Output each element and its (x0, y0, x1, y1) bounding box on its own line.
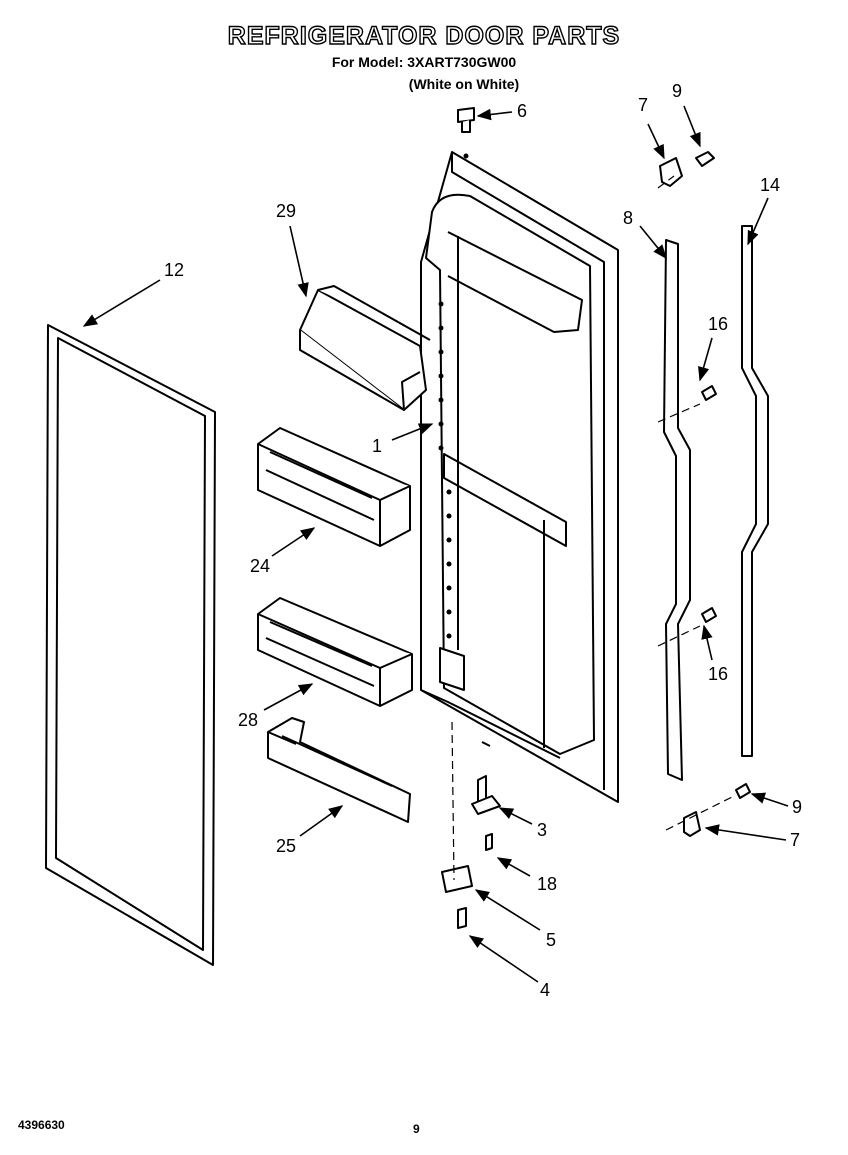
leader-arrows (82, 105, 789, 983)
callout-8: 8 (623, 208, 633, 228)
callout-14: 14 (760, 175, 780, 195)
leader-29 (289, 225, 309, 298)
leader-12 (82, 279, 161, 327)
leader-16-upper (698, 337, 713, 382)
callout-7-upper: 7 (638, 95, 648, 115)
callout-25: 25 (276, 836, 296, 856)
leader-1 (391, 423, 434, 441)
color-description: (White on White) (408, 76, 520, 92)
handle-trim-part (741, 225, 769, 757)
leader-9-lower (750, 792, 789, 807)
leader-24 (271, 527, 316, 557)
callout-4: 4 (540, 980, 550, 1000)
screw-16-lower-part (701, 607, 717, 623)
leader-8 (639, 225, 667, 260)
door-gasket-part (45, 324, 216, 966)
handle-mount-lower-part (683, 811, 701, 837)
screw-lower-part (735, 783, 751, 799)
callout-24: 24 (250, 556, 270, 576)
leader-14 (747, 197, 769, 246)
hinge-part (441, 865, 473, 893)
leader-18 (496, 857, 531, 877)
door-liner-part (420, 151, 619, 803)
liner-shelf-holes (438, 153, 469, 639)
plug-button-part (457, 107, 475, 133)
screw-4-part (457, 907, 467, 929)
leader-28 (263, 683, 314, 711)
leader-5 (474, 889, 541, 931)
door-bin-upper-part (257, 427, 411, 547)
callout-16-upper: 16 (708, 314, 728, 334)
page-number: 9 (413, 1122, 420, 1136)
handle-mount-upper-part (659, 157, 683, 187)
leader-25 (299, 805, 344, 837)
leader-6 (476, 108, 513, 121)
callout-6: 6 (517, 101, 527, 121)
callout-3: 3 (537, 820, 547, 840)
leader-7-upper (647, 123, 665, 160)
callout-9-lower: 9 (792, 797, 802, 817)
door-bin-lower-part (257, 597, 413, 707)
screw-16-upper-part (701, 385, 717, 401)
leader-4 (468, 935, 539, 983)
model-number: For Model: 3XART730GW00 (331, 54, 517, 70)
callout-16-lower: 16 (708, 664, 728, 684)
screw-18-part (485, 833, 493, 851)
callout-1: 1 (372, 436, 382, 456)
dairy-compartment-part (299, 285, 431, 411)
hinge-pin-part (471, 775, 501, 815)
screw-upper-part (695, 151, 715, 167)
leader-16-lower (701, 624, 713, 661)
diagram-title: REFRIGERATOR DOOR PARTS (227, 21, 621, 50)
door-handle-part (663, 239, 691, 781)
leader-9-upper (683, 105, 701, 148)
callout-18: 18 (537, 874, 557, 894)
callout-5: 5 (546, 930, 556, 950)
document-number: 4396630 (18, 1118, 65, 1132)
callout-7-lower: 7 (790, 830, 800, 850)
callout-9-upper: 9 (672, 81, 682, 101)
leader-7-lower (704, 824, 787, 841)
callout-28: 28 (238, 710, 258, 730)
door-shelf-rail-part (267, 717, 411, 823)
assembly-axis-lines (451, 175, 735, 881)
callout-labels: 6 7 9 29 12 8 14 16 1 24 16 28 25 9 3 7 … (164, 81, 802, 1000)
leader-3 (498, 807, 533, 825)
callout-29: 29 (276, 201, 296, 221)
callout-12: 12 (164, 260, 184, 280)
